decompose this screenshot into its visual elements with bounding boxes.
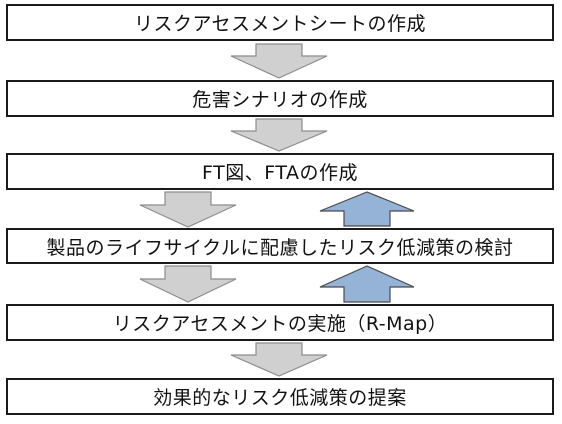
step-create-hazard-scenario: 危害シナリオの作成 — [6, 80, 554, 117]
down-arrow-icon — [230, 342, 328, 377]
step-label: リスクアセスメントの実施（R-Map） — [112, 313, 448, 335]
down-arrow-icon — [139, 191, 237, 228]
step-consider-risk-reduction-measures: 製品のライフサイクルに配慮したリスク低減策の検討 — [6, 228, 554, 264]
step-label: FT図、FTAの作成 — [202, 162, 358, 184]
step-create-ft-diagram-fta: FT図、FTAの作成 — [6, 153, 554, 190]
step-perform-risk-assessment-rmap: リスクアセスメントの実施（R-Map） — [6, 304, 554, 341]
down-arrow-icon — [230, 43, 328, 79]
step-label: 製品のライフサイクルに配慮したリスク低減策の検討 — [46, 236, 514, 259]
down-arrow-icon — [230, 118, 328, 152]
step-create-risk-assessment-sheet: リスクアセスメントシートの作成 — [6, 4, 554, 41]
step-propose-effective-risk-reduction: 効果的なリスク低減策の提案 — [6, 378, 554, 415]
down-arrow-icon — [139, 265, 237, 303]
step-label: 危害シナリオの作成 — [192, 89, 368, 111]
step-label: リスクアセスメントシートの作成 — [133, 13, 427, 35]
up-arrow-icon — [319, 191, 415, 227]
up-arrow-icon — [319, 265, 415, 303]
step-label: 効果的なリスク低減策の提案 — [153, 387, 407, 409]
